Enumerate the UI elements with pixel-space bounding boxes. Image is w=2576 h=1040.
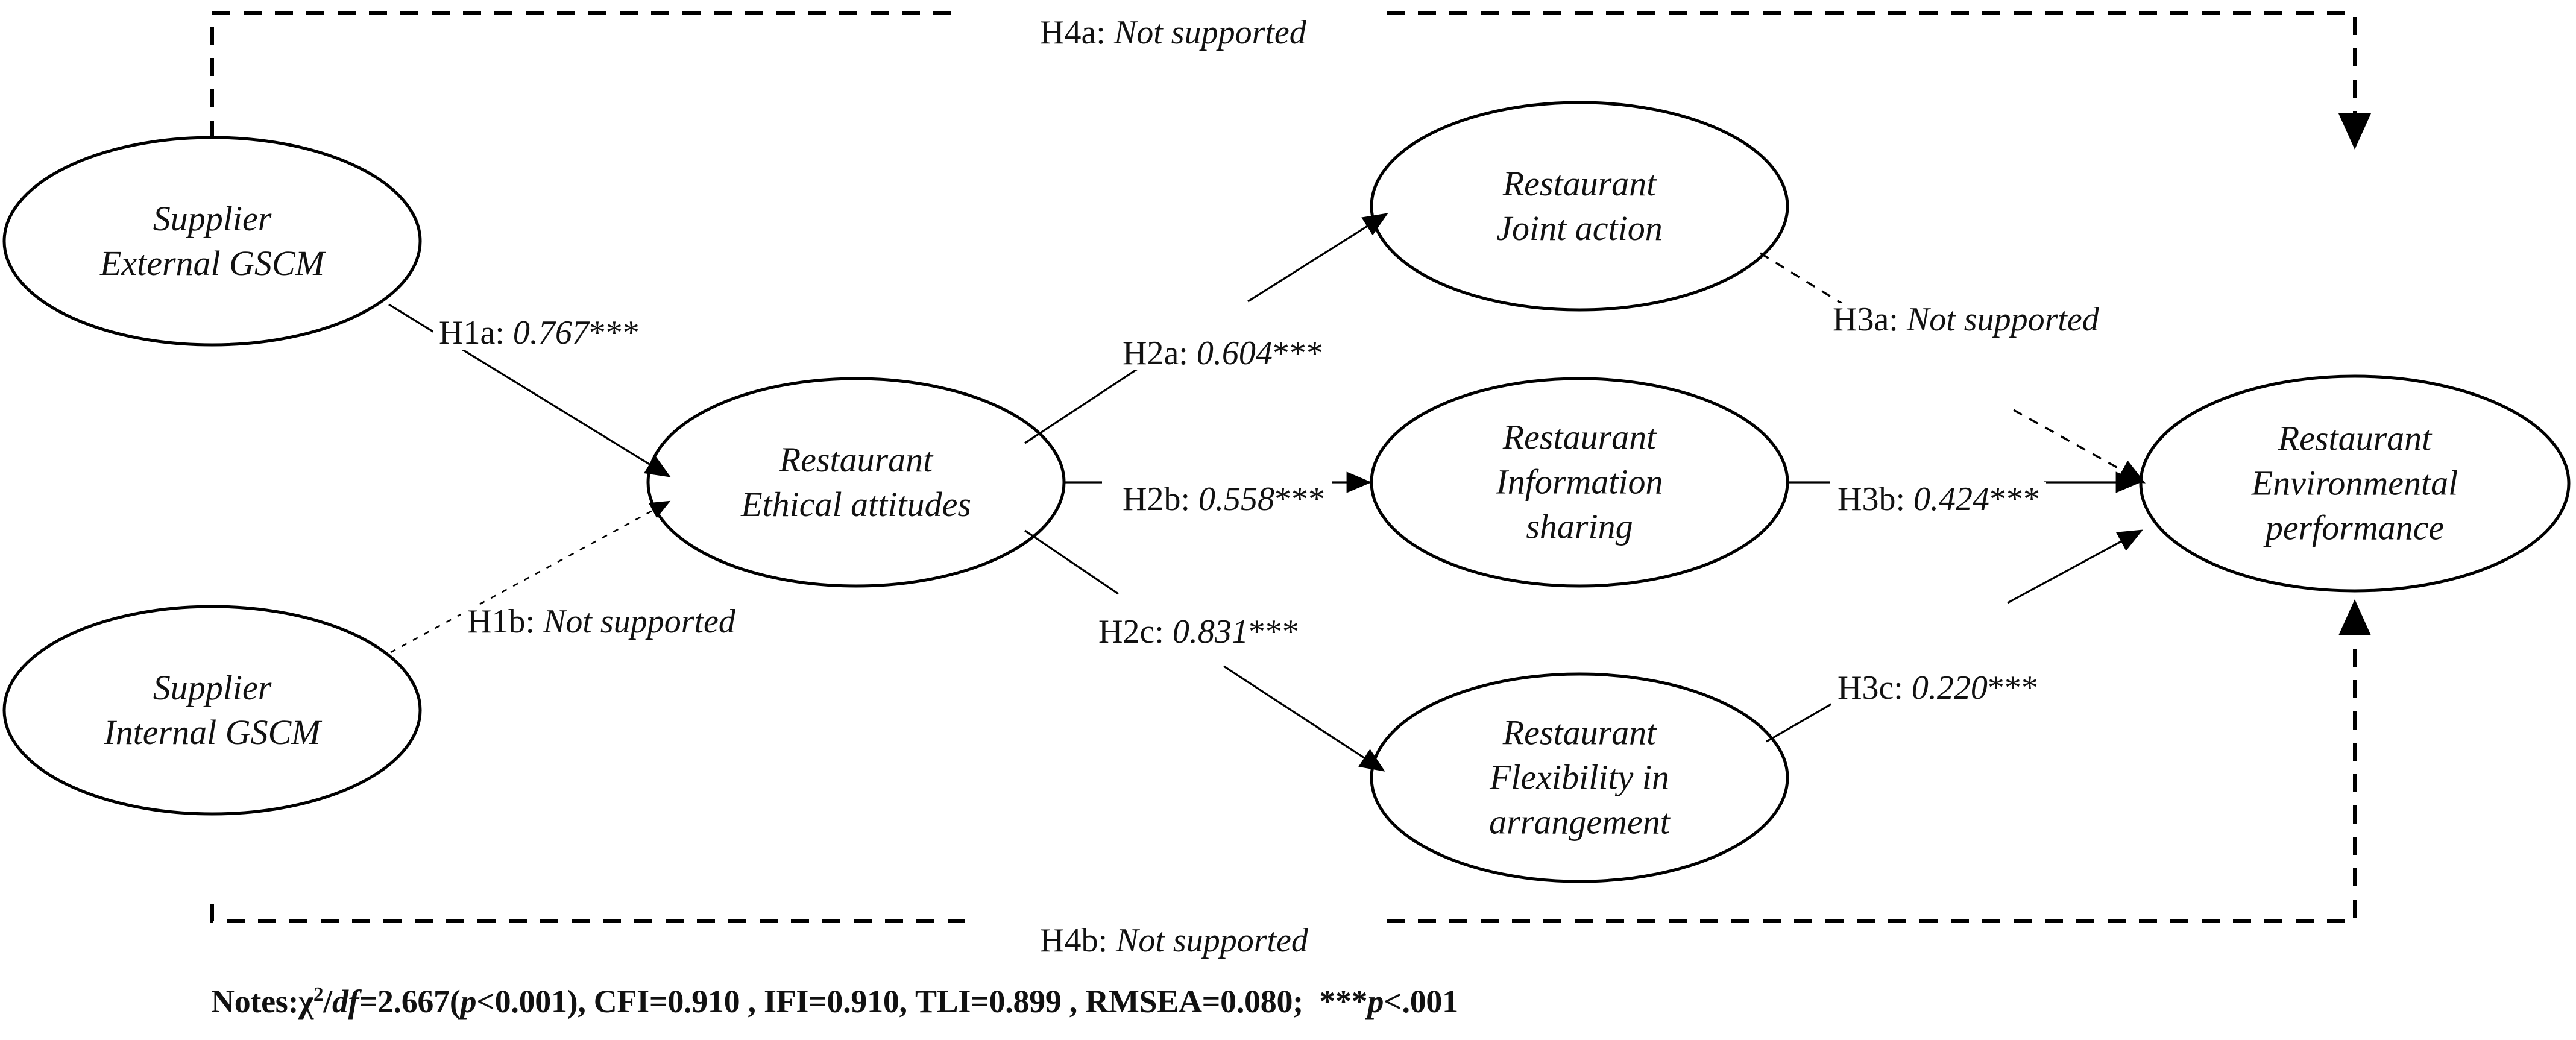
h3c-stars: ***: [1987, 669, 2038, 707]
node-restaurant-environmental-performance[interactable]: [2139, 374, 2571, 593]
path-label-h3c: H3c: 0.220***: [1831, 671, 2044, 705]
notes-slash: /: [323, 983, 332, 1020]
path-label-h3b: H3b: 0.424***: [1831, 482, 2046, 516]
path-label-h1a: H1a: 0.767***: [433, 316, 646, 350]
notes-chi-symbol: χ: [298, 983, 313, 1020]
path-label-h2b: H2b: 0.558***: [1116, 482, 1331, 516]
notes-prefix: Notes:: [211, 983, 299, 1020]
h2a-value: 0.604: [1196, 335, 1273, 372]
node-supplier-internal-gscm[interactable]: [2, 605, 422, 816]
path-label-h1b: H1b: Not supported: [461, 605, 742, 638]
h1a-stars: ***: [588, 314, 640, 351]
path-label-h2c: H2c: 0.831***: [1092, 615, 1305, 649]
h1b-value: Not supported: [543, 603, 735, 640]
notes-df: df: [332, 983, 359, 1020]
h3b-value: 0.424: [1913, 481, 1989, 518]
model-fit-notes: Notes:χ2/df=2.667(p<0.001), CFI=0.910 , …: [211, 983, 1458, 1020]
h2a-hypothesis: H2a:: [1123, 335, 1188, 372]
notes-chi-value: =2.667(: [359, 983, 461, 1020]
notes-tli: TLI=0.899 ,: [915, 983, 1077, 1020]
path-h3c-line-arrow: [2007, 529, 2143, 604]
h4a-value: Not supported: [1113, 14, 1306, 51]
notes-rmsea: RMSEA=0.080;: [1085, 983, 1303, 1020]
node-supplier-external-gscm[interactable]: [2, 136, 422, 347]
node-restaurant-ethical-attitudes[interactable]: [646, 377, 1066, 588]
notes-p-symbol: p: [460, 983, 477, 1020]
path-h1b-line: [390, 500, 671, 654]
h1a-value: 0.767: [512, 314, 589, 351]
notes-cfi: CFI=0.910 ,: [593, 983, 756, 1020]
path-h2c-line-arrow: [1223, 665, 1385, 772]
path-h2c-line: [1024, 529, 1119, 595]
h3c-hypothesis: H3c:: [1838, 669, 1903, 707]
h3a-value: Not supported: [1906, 301, 2099, 338]
h2c-stars: ***: [1248, 613, 1299, 651]
notes-p-value: <0.001),: [476, 983, 586, 1020]
node-restaurant-information-sharing[interactable]: [1370, 377, 1789, 588]
h2b-stars: ***: [1274, 481, 1325, 518]
notes-ifi: IFI=0.910,: [763, 983, 907, 1020]
h3b-hypothesis: H3b:: [1838, 481, 1905, 518]
path-h2a-line-arrow: [1247, 213, 1388, 303]
path-label-h3a: H3a: Not supported: [1827, 303, 2105, 336]
node-restaurant-joint-action[interactable]: [1370, 101, 1789, 312]
notes-chi-exponent: 2: [313, 983, 324, 1006]
h2b-hypothesis: H2b:: [1123, 481, 1190, 518]
notes-significance-stars: ***: [1319, 983, 1368, 1020]
path-label-h4a: H4a: Not supported: [1034, 16, 1312, 49]
h2c-hypothesis: H2c:: [1098, 613, 1164, 651]
h3b-stars: ***: [1989, 481, 2040, 518]
h2b-value: 0.558: [1198, 481, 1274, 518]
h2c-value: 0.831: [1172, 613, 1249, 651]
h4b-hypothesis: H4b:: [1040, 922, 1107, 959]
h3c-value: 0.220: [1911, 669, 1988, 707]
notes-significance-p: p: [1367, 983, 1384, 1020]
h4b-value: Not supported: [1116, 922, 1308, 959]
path-h3a-line: [1760, 252, 1844, 306]
path-label-h4b: H4b: Not supported: [1034, 924, 1314, 957]
h2a-stars: ***: [1272, 335, 1323, 372]
path-label-h2a: H2a: 0.604***: [1116, 336, 1329, 370]
h4a-hypothesis: H4a:: [1040, 14, 1106, 51]
h1a-hypothesis: H1a:: [439, 314, 505, 351]
path-h2a-line: [1024, 361, 1149, 444]
path-h4b-line: [210, 599, 2371, 923]
path-h4a-line: [210, 11, 2371, 150]
node-restaurant-flexibility-arrangement[interactable]: [1370, 672, 1789, 883]
notes-significance-value: <.001: [1384, 983, 1458, 1020]
h1b-hypothesis: H1b:: [467, 603, 535, 640]
h3a-hypothesis: H3a:: [1833, 301, 1898, 338]
path-h3a-line-arrow: [2013, 409, 2146, 484]
